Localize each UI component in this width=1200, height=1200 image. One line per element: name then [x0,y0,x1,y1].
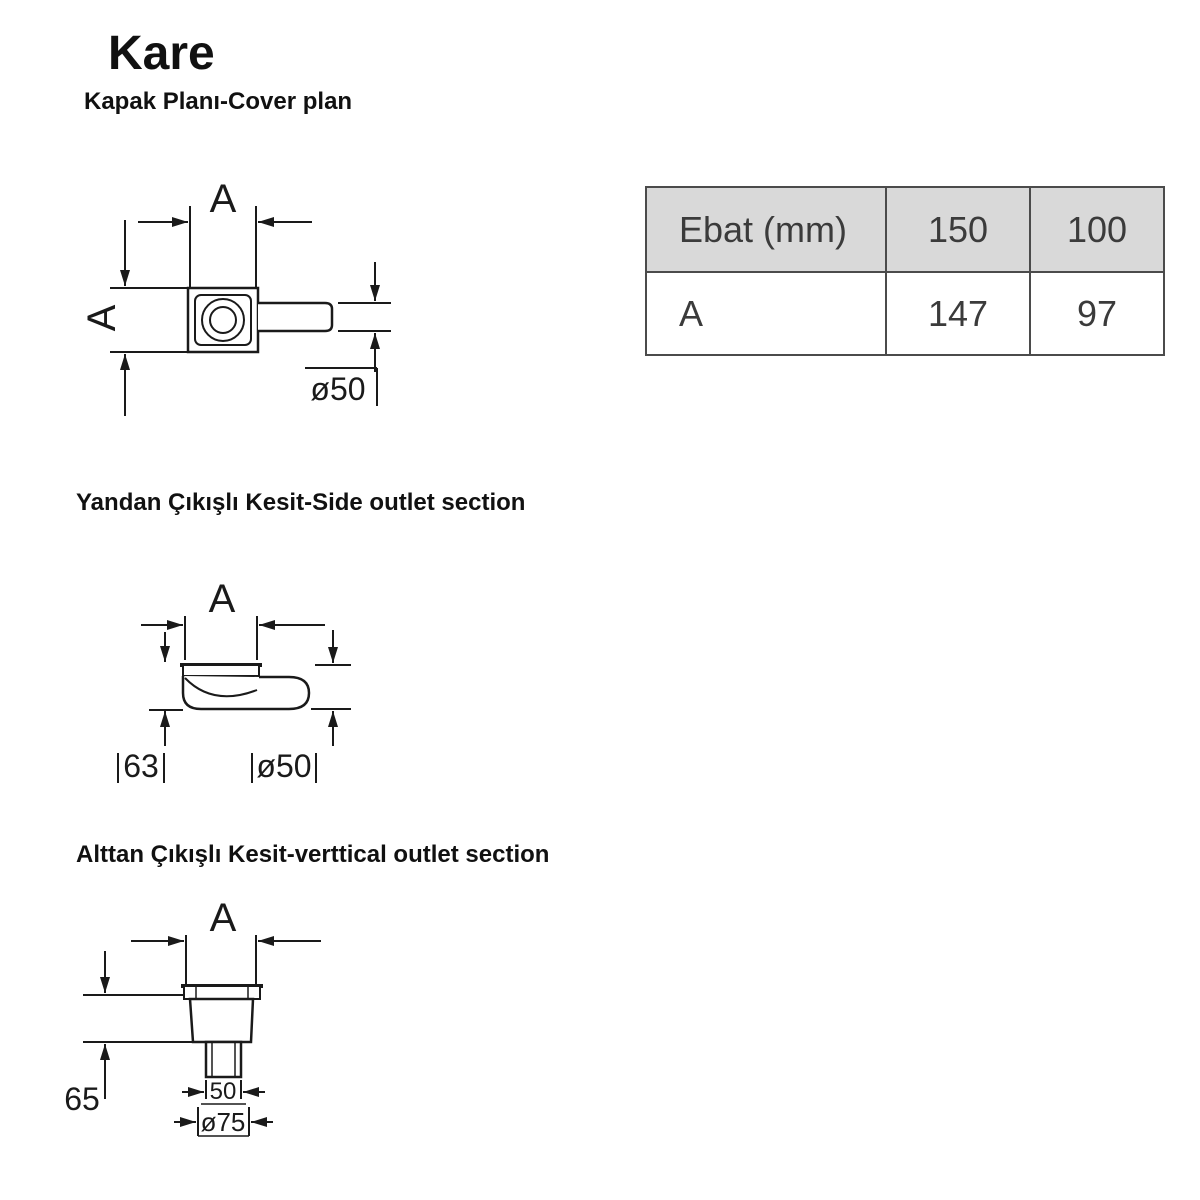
dim-dia50-lines [251,753,317,783]
table-header-150: 150 [885,188,1029,271]
table-cell-a: A [647,271,885,354]
dim-label-dia50: ø50 [310,371,365,407]
trap-body-side-view [180,663,311,711]
drain-body-section-view [181,984,263,1079]
dim-right-lines [311,630,351,746]
dim-63-lines [117,709,183,783]
dim-a-top-lines [131,935,321,984]
table-row-a: A 147 97 [647,271,1163,354]
dim-a-top-lines [138,206,312,288]
table-header-row: Ebat (mm) 150 100 [647,188,1163,271]
dim-label-a-top: A [210,896,237,940]
dim-50-lines [182,1080,265,1105]
table-cell-147: 147 [885,271,1029,354]
dim-label-dia75: ø75 [201,1107,246,1137]
dim-dia75-lines [174,1107,273,1137]
side-outlet-drawing: A 63 ø50 [117,577,351,784]
cover-plan-label: Kapak Planı-Cover plan [84,88,353,115]
dim-label-a-top: A [210,177,237,221]
table-cell-97: 97 [1029,271,1163,354]
side-outlet-label: Yandan Çıkışlı Kesit-Side outlet section [76,489,526,516]
cover-plan-drawing: A A ø50 [80,177,391,416]
dim-label-a-top: A [209,577,236,621]
dim-label-50: 50 [210,1078,237,1105]
dim-label-dia50: ø50 [256,748,311,784]
dim-a-top-lines [141,616,325,662]
dim-label-a-left: A [80,304,124,331]
dim-label-63: 63 [123,748,159,784]
dim-dia50-lines [305,262,391,406]
vertical-outlet-drawing: A 65 50 ø75 [64,896,321,1137]
dim-label-65: 65 [64,1081,100,1117]
dim-a-left-lines [110,220,188,416]
table-header-100: 100 [1029,188,1163,271]
product-title: Kare [108,27,215,80]
table-header-ebat: Ebat (mm) [647,188,885,271]
size-table: Ebat (mm) 150 100 A 147 97 [645,186,1165,356]
drain-body-top-view [186,286,334,354]
vertical-outlet-label: Alttan Çıkışlı Kesit-verttical outlet se… [76,841,550,868]
dim-65-lines [83,951,206,1099]
